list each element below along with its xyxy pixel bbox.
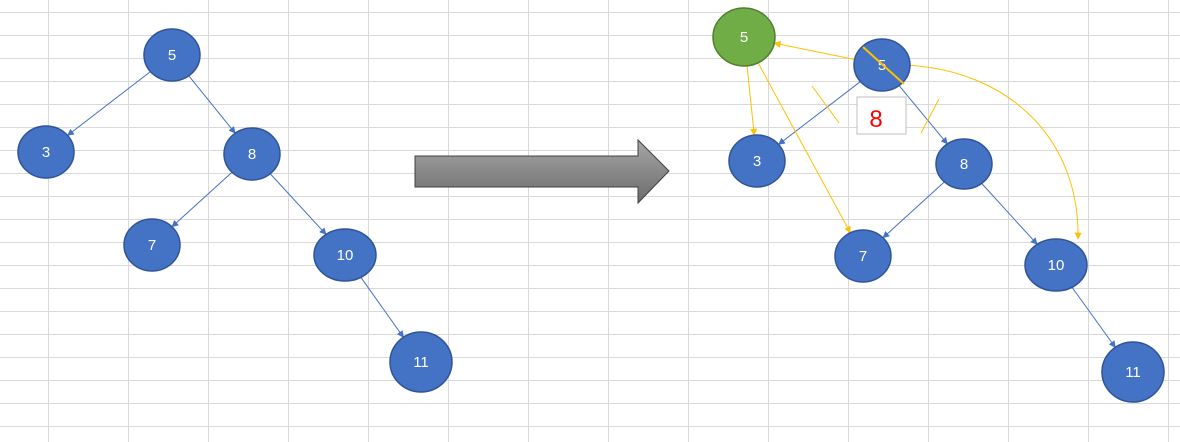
before-node-b5: 5 (143, 28, 201, 82)
after-node-label: 3 (753, 153, 761, 170)
before-node-circle (389, 331, 453, 393)
after-node-circle (935, 138, 993, 190)
before-node-circle (223, 127, 281, 181)
before-node-b10: 10 (313, 228, 377, 282)
after-node-a5new: 5 (712, 7, 776, 67)
before-node-label: 3 (42, 144, 50, 161)
after-edge-a5new-to-a7 (757, 62, 851, 234)
before-node-b8: 8 (223, 127, 281, 181)
after-edge-a5-to-a3 (778, 81, 861, 145)
after-node-circle (1101, 341, 1165, 403)
before-edge-b10-to-b11 (360, 277, 404, 338)
before-node-circle (313, 228, 377, 282)
after-node-circle (834, 229, 892, 283)
annotation-box-text: 8 (869, 106, 882, 133)
before-node-b11: 11 (389, 331, 453, 393)
before-node-label: 5 (168, 47, 176, 64)
before-node-circle (17, 125, 75, 179)
after-edge-a10-to-a11 (1071, 286, 1116, 348)
after-node-a7: 7 (834, 229, 892, 283)
after-node-a11: 11 (1101, 341, 1165, 403)
after-node-label: 8 (960, 156, 968, 173)
strike-through-mark (862, 46, 905, 85)
before-node-label: 10 (337, 247, 354, 264)
after-edge-a5-to-a5new (773, 40, 855, 60)
before-edge-b8-to-b7 (171, 171, 233, 228)
after-node-circle (728, 134, 786, 188)
before-node-b3: 3 (17, 125, 75, 179)
after-node-a10: 10 (1024, 238, 1088, 292)
transition-arrow (414, 138, 670, 205)
after-edge-a5new-to-a3 (746, 65, 758, 136)
before-edge-b8-to-b10 (269, 173, 327, 235)
after-node-a3: 3 (728, 134, 786, 188)
before-node-b7: 7 (123, 218, 181, 272)
after-edge-a8-to-a7 (882, 181, 945, 239)
after-node-circle (1024, 238, 1088, 292)
after-node-a8: 8 (935, 138, 993, 190)
nodes-layer: 5 3 8 7 10 11 5 5 3 8 7 10 11 (17, 7, 1165, 403)
edges-layer (67, 40, 1116, 348)
after-edge-a5-to-a10 (904, 64, 1082, 240)
after-node-circle (712, 7, 776, 67)
before-edge-b5-to-b8 (188, 75, 236, 134)
after-node-label: 5 (740, 29, 748, 46)
annotation-box: 8 (856, 96, 907, 135)
after-node-label: 11 (1125, 364, 1141, 381)
before-node-label: 11 (413, 354, 429, 371)
after-node-label: 7 (859, 248, 867, 265)
before-node-circle (123, 218, 181, 272)
annotation-mark-right (920, 98, 940, 134)
after-node-label: 5 (878, 57, 886, 74)
before-node-label: 8 (248, 146, 256, 163)
after-node-label: 10 (1048, 257, 1065, 274)
annotation-mark-left (811, 85, 840, 124)
before-node-circle (143, 28, 201, 82)
after-edge-a5-to-a8 (898, 85, 948, 145)
after-edge-a8-to-a10 (981, 183, 1038, 245)
before-node-label: 7 (148, 237, 156, 254)
before-edge-b5-to-b3 (67, 71, 151, 136)
